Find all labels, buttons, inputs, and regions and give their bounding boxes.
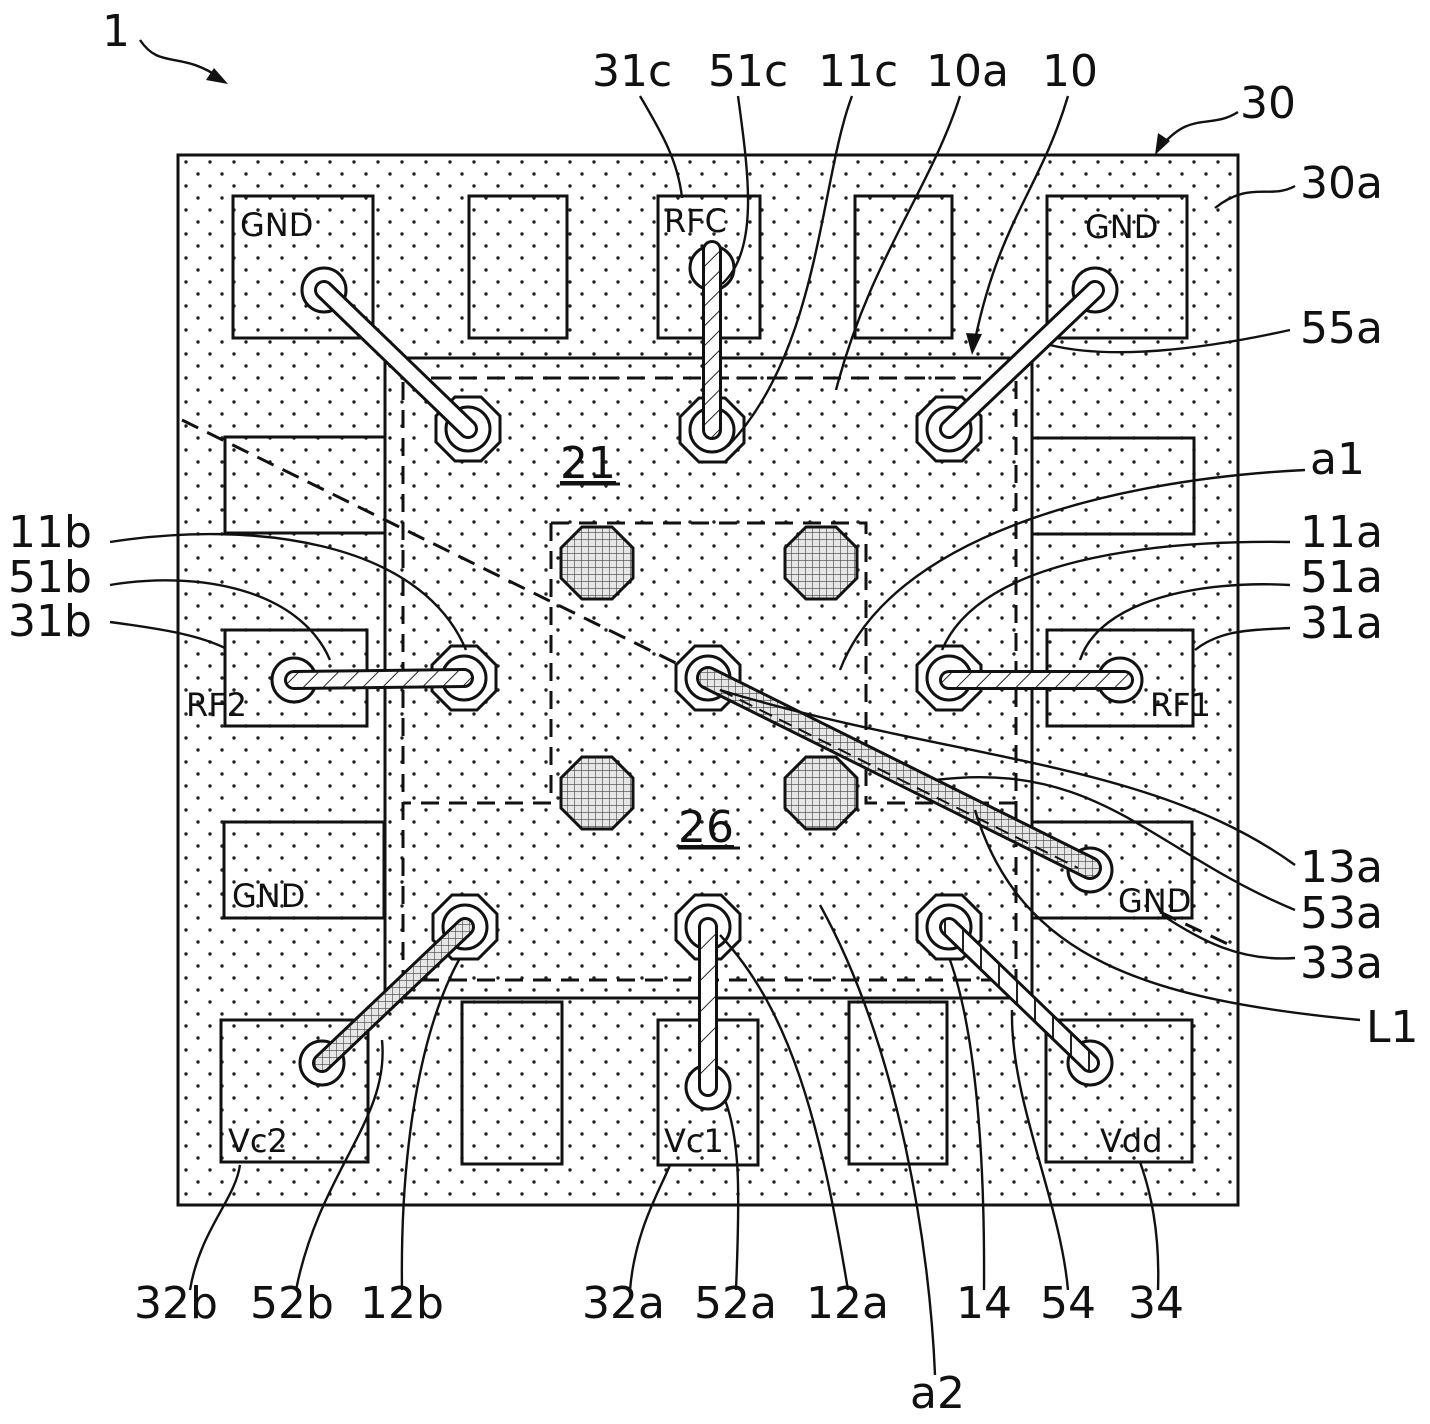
pad-vc2 xyxy=(219,1018,370,1164)
ref-52b: 52b xyxy=(250,1278,334,1329)
leader-10-arrow xyxy=(966,333,982,355)
leader-55a xyxy=(1049,328,1291,354)
leader-32a xyxy=(628,1164,672,1291)
pad-gnd-top-left xyxy=(231,194,375,340)
dashed-gnd-right xyxy=(1159,910,1233,948)
ref-53a: 53a xyxy=(1300,888,1383,939)
pad-label-vc1: Vc1 xyxy=(664,1122,724,1160)
leader-52a xyxy=(723,1099,740,1291)
leader-14 xyxy=(948,959,986,1291)
leader-10 xyxy=(973,95,1070,341)
ref-13a: 13a xyxy=(1300,842,1383,893)
leader-12a xyxy=(719,934,850,1291)
ref-31b: 31b xyxy=(8,596,92,647)
pad-gnd-top-right xyxy=(1045,194,1189,340)
pad-label-rf2: RF2 xyxy=(186,686,247,724)
ref-51b: 51b xyxy=(8,552,92,603)
leader-34 xyxy=(1138,1161,1160,1291)
ground-bump xyxy=(559,525,635,601)
area-label-26: 26 xyxy=(678,802,734,853)
pad-label-gnd-right: GND xyxy=(1118,882,1191,920)
leader-11a xyxy=(940,540,1291,651)
ground-bump xyxy=(783,525,859,601)
pad-label-gnd-tl: GND xyxy=(240,206,313,244)
leader-a1 xyxy=(838,468,1306,671)
ref-32a: 32a xyxy=(582,1278,665,1329)
leader-1-arrow xyxy=(206,68,228,84)
ref-12b: 12b xyxy=(360,1278,444,1329)
pad-label-gnd-left: GND xyxy=(232,877,305,915)
leader-33a xyxy=(1161,913,1296,960)
leader-1 xyxy=(139,39,221,79)
leader-31b xyxy=(109,620,226,650)
pad-label-vc2: Vc2 xyxy=(228,1122,288,1160)
ref-55a: 55a xyxy=(1300,303,1383,354)
ref-30: 30 xyxy=(1240,78,1296,129)
pad-label-rfc: RFC xyxy=(664,202,727,240)
ref-51c: 51c xyxy=(708,46,788,97)
wire-51b xyxy=(284,668,474,690)
leader-30a xyxy=(1214,184,1296,209)
ref-34: 34 xyxy=(1128,1278,1184,1329)
leader-32b xyxy=(188,1164,242,1291)
ref-12a: 12a xyxy=(806,1278,889,1329)
leader-L1 xyxy=(973,809,1361,1022)
ref-11c: 11c xyxy=(818,46,898,97)
pad-bottom-2 xyxy=(460,1000,564,1166)
ground-bump xyxy=(559,755,635,831)
ref-11a: 11a xyxy=(1300,507,1383,558)
leader-54 xyxy=(1010,1009,1070,1291)
pad-top-4 xyxy=(853,194,954,340)
leader-31c xyxy=(638,95,684,199)
ref-a2: a2 xyxy=(910,1368,965,1419)
ref-14: 14 xyxy=(956,1278,1012,1329)
wire-55a xyxy=(939,280,1105,439)
dashed-region-inner xyxy=(403,521,1015,805)
pad-label-rf1: RF1 xyxy=(1150,686,1211,724)
ref-32b: 32b xyxy=(134,1278,218,1329)
leader-13a xyxy=(719,688,1296,866)
ref-30a: 30a xyxy=(1300,158,1383,209)
leader-51b xyxy=(109,579,332,661)
ref-1: 1 xyxy=(102,6,130,57)
wire-55a-left xyxy=(314,280,478,439)
area-label-21: 21 xyxy=(560,438,616,489)
ref-L1: L1 xyxy=(1366,1002,1419,1053)
ref-a1: a1 xyxy=(1310,434,1365,485)
ground-bump xyxy=(783,755,859,831)
ref-31a: 31a xyxy=(1300,598,1383,649)
pad-vdd xyxy=(1044,1018,1194,1164)
leader-11c xyxy=(727,95,854,447)
ref-10: 10 xyxy=(1042,46,1098,97)
wire-52b xyxy=(312,917,475,1073)
wire-54 xyxy=(939,917,1100,1073)
leader-51a xyxy=(1078,583,1291,661)
leader-30-arrow xyxy=(1155,133,1170,155)
leader-12b xyxy=(400,957,462,1291)
ref-54: 54 xyxy=(1040,1278,1096,1329)
ref-51a: 51a xyxy=(1300,552,1383,603)
wire-53a xyxy=(696,666,1102,880)
ref-11b: 11b xyxy=(8,507,92,558)
ref-10a: 10a xyxy=(926,46,1009,97)
leader-10a xyxy=(834,95,962,391)
ref-33a: 33a xyxy=(1300,938,1383,989)
leader-30 xyxy=(1159,110,1239,149)
ref-52a: 52a xyxy=(694,1278,777,1329)
leader-51c xyxy=(721,95,750,285)
leader-a2 xyxy=(818,904,937,1376)
pad-top-2 xyxy=(467,194,569,340)
leader-11b xyxy=(109,532,468,651)
leader-53a xyxy=(934,775,1296,912)
dashed-diagonal xyxy=(181,418,691,672)
pad-bottom-4 xyxy=(847,1000,949,1166)
leader-31a xyxy=(1194,626,1291,651)
pad-label-vdd: Vdd xyxy=(1100,1122,1163,1160)
ref-31c: 31c xyxy=(592,46,672,97)
pad-label-gnd-tr: GND xyxy=(1085,208,1158,246)
leader-52b xyxy=(294,1039,384,1291)
